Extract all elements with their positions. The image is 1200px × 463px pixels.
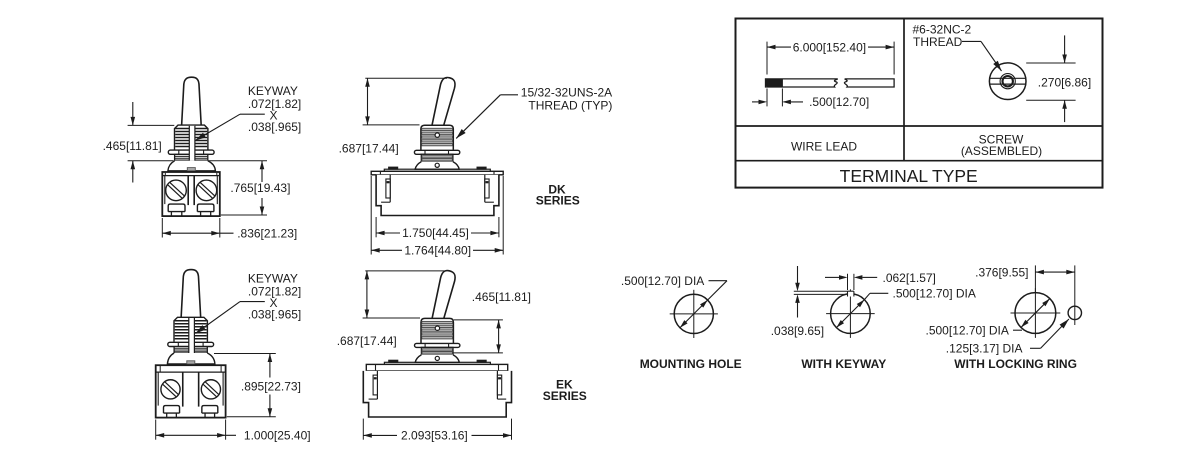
svg-text:SERIES: SERIES [536,194,580,208]
svg-text:.072[1.82]: .072[1.82] [248,284,301,298]
svg-text:6.000[152.40]: 6.000[152.40] [793,40,866,54]
svg-text:1.000[25.40]: 1.000[25.40] [244,429,311,443]
svg-text:WIRE LEAD: WIRE LEAD [791,140,857,154]
svg-text:SCREW: SCREW [979,133,1024,147]
svg-text:.465[11.81]: .465[11.81] [472,290,531,304]
svg-text:.500[12.70] DIA: .500[12.70] DIA [926,324,1009,338]
svg-text:#6-32NC-2: #6-32NC-2 [913,23,972,37]
svg-text:WITH LOCKING RING: WITH LOCKING RING [954,357,1077,371]
svg-text:.072[1.82]: .072[1.82] [248,97,301,111]
svg-text:.500[12.70] DIA: .500[12.70] DIA [893,287,976,301]
svg-text:KEYWAY: KEYWAY [248,272,298,286]
svg-text:SERIES: SERIES [543,389,587,403]
svg-text:.500[12.70]: .500[12.70] [809,95,869,109]
svg-text:.465[11.81]: .465[11.81] [103,139,162,153]
svg-text:.895[22.73]: .895[22.73] [241,379,301,393]
svg-text:.765[19.43]: .765[19.43] [230,181,290,195]
svg-text:.038[9.65]: .038[9.65] [771,324,824,338]
svg-text:.038[.965]: .038[.965] [248,308,301,322]
svg-text:.270[6.86]: .270[6.86] [1038,75,1091,89]
svg-text:KEYWAY: KEYWAY [248,84,298,98]
svg-text:.500[12.70] DIA: .500[12.70] DIA [621,274,704,288]
svg-text:1.750[44.45]: 1.750[44.45] [402,226,469,240]
svg-text:DK: DK [548,183,566,197]
svg-text:1.764[44.80]: 1.764[44.80] [404,243,471,257]
svg-text:(ASSEMBLED): (ASSEMBLED) [961,144,1042,158]
svg-text:THREAD (TYP): THREAD (TYP) [528,98,612,112]
svg-text:X: X [269,296,277,310]
svg-text:.836[21.23]: .836[21.23] [237,226,297,240]
svg-text:.038[.965]: .038[.965] [248,120,301,134]
svg-text:EK: EK [556,378,573,392]
svg-text:.687[17.44]: .687[17.44] [337,334,397,348]
svg-text:15/32-32UNS-2A: 15/32-32UNS-2A [521,86,612,100]
svg-text:.376[9.55]: .376[9.55] [975,265,1028,279]
svg-text:THREAD: THREAD [913,35,963,49]
svg-text:WITH KEYWAY: WITH KEYWAY [801,357,886,371]
svg-text:MOUNTING HOLE: MOUNTING HOLE [640,357,742,371]
svg-text:.062[1.57]: .062[1.57] [883,271,936,285]
svg-text:.125[3.17] DIA: .125[3.17] DIA [946,342,1023,356]
svg-text:2.093[53.16]: 2.093[53.16] [401,429,468,443]
svg-text:.687[17.44]: .687[17.44] [339,141,399,155]
svg-text:TERMINAL TYPE: TERMINAL TYPE [840,166,978,186]
svg-text:X: X [269,109,277,123]
